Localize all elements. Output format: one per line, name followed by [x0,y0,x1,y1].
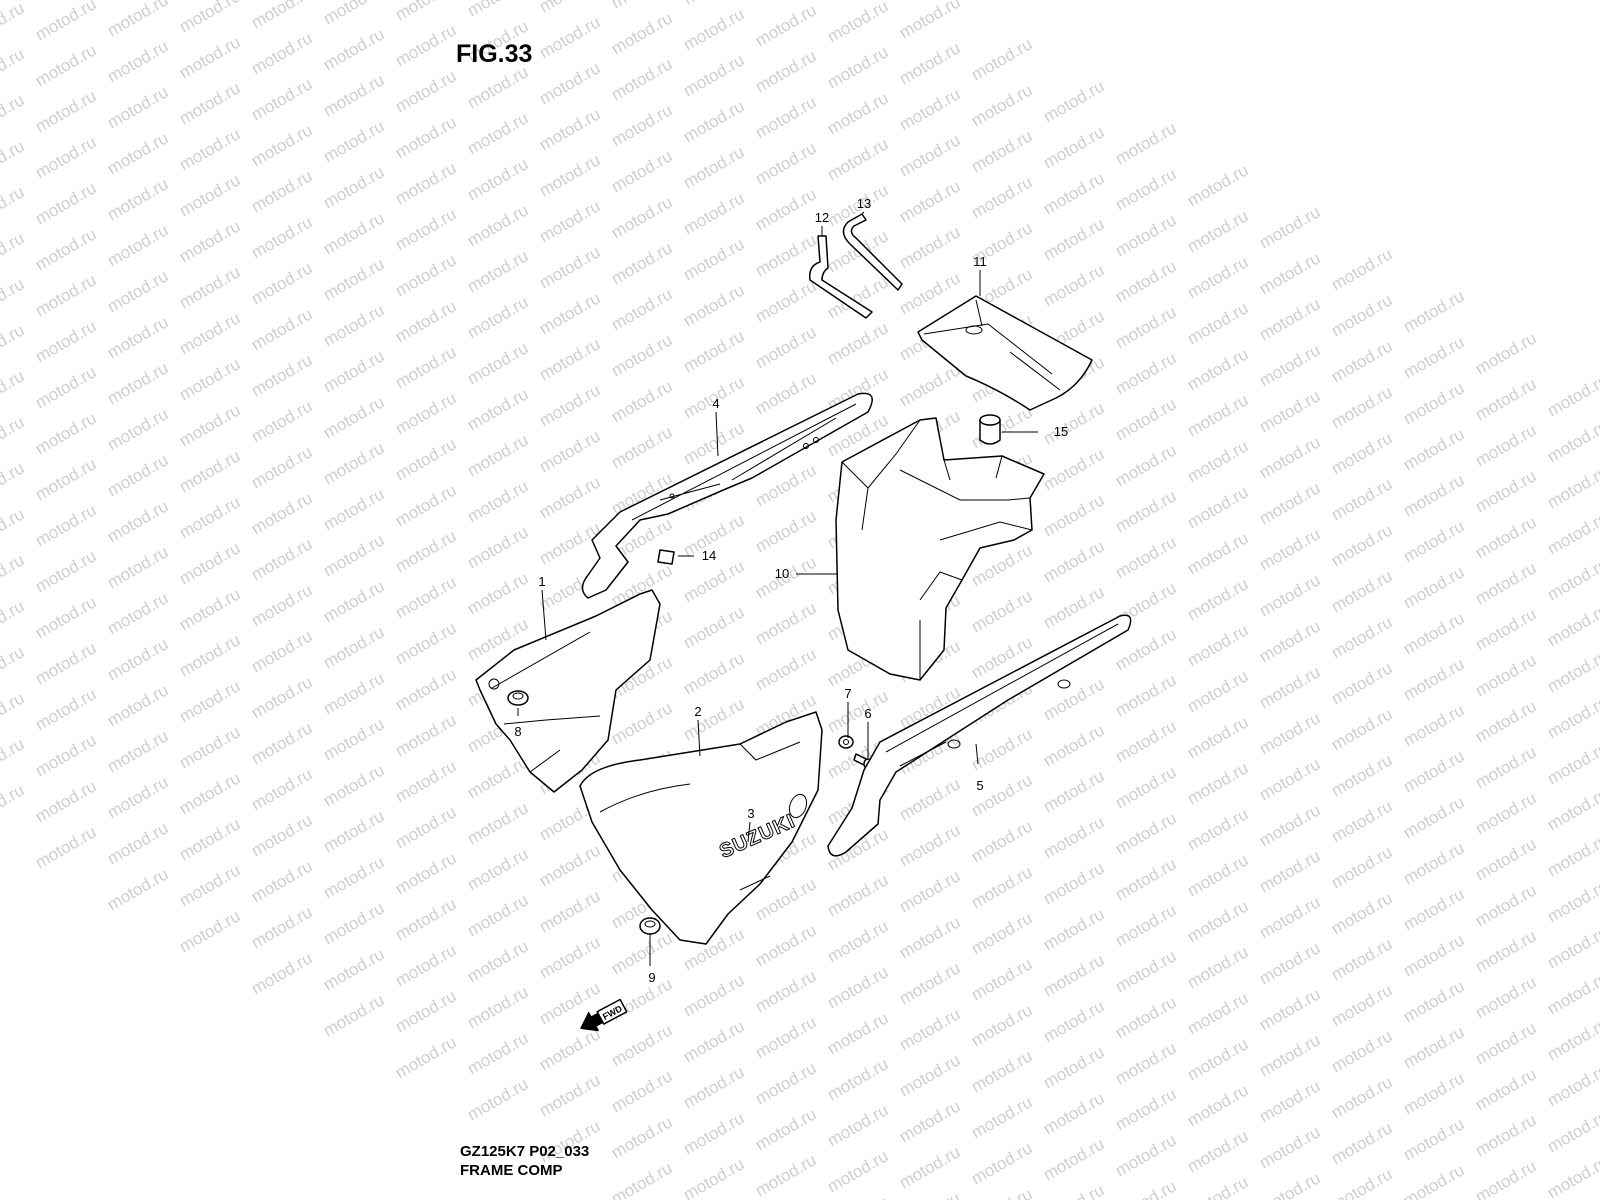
callout-4: 4 [712,396,719,411]
part-15-cap [979,414,1001,445]
callout-2: 2 [694,704,701,719]
part-12-rod [808,235,873,319]
part-13-rod [842,213,903,291]
callout-13: 13 [857,196,871,211]
part-14-clip [657,549,675,565]
part-4-frame-cover [581,392,873,599]
callout-10: 10 [775,566,789,581]
part-2-right-frame-cover [579,711,823,945]
part-10-inner-fender [835,417,1045,681]
callout-numbers: 1 2 3 4 5 6 7 8 9 10 11 12 13 14 15 [514,196,1068,985]
callout-7: 7 [844,686,851,701]
callout-11: 11 [973,254,987,269]
part-11-tool-bag [917,295,1093,411]
callout-3: 3 [747,806,754,821]
callout-15: 15 [1054,424,1068,439]
callout-1: 1 [538,574,545,589]
part-7-washer [838,735,854,749]
leader-lines [517,211,1038,966]
part-9-grommet [639,917,661,935]
model-code: GZ125K7 P02_033 [460,1143,590,1160]
callout-14: 14 [702,548,716,563]
callout-6: 6 [864,706,871,721]
callout-9: 9 [648,970,655,985]
part-8-grommet [507,690,529,706]
part-1-left-frame-cover [475,589,661,793]
callout-8: 8 [514,724,521,739]
part-5-frame-cover [827,614,1132,857]
assembly-name: FRAME COMP [460,1162,563,1179]
callout-5: 5 [976,778,983,793]
figure-title: FIG.33 [456,40,533,68]
forward-arrow-icon: FWD [580,998,628,1032]
callout-12: 12 [815,210,829,225]
